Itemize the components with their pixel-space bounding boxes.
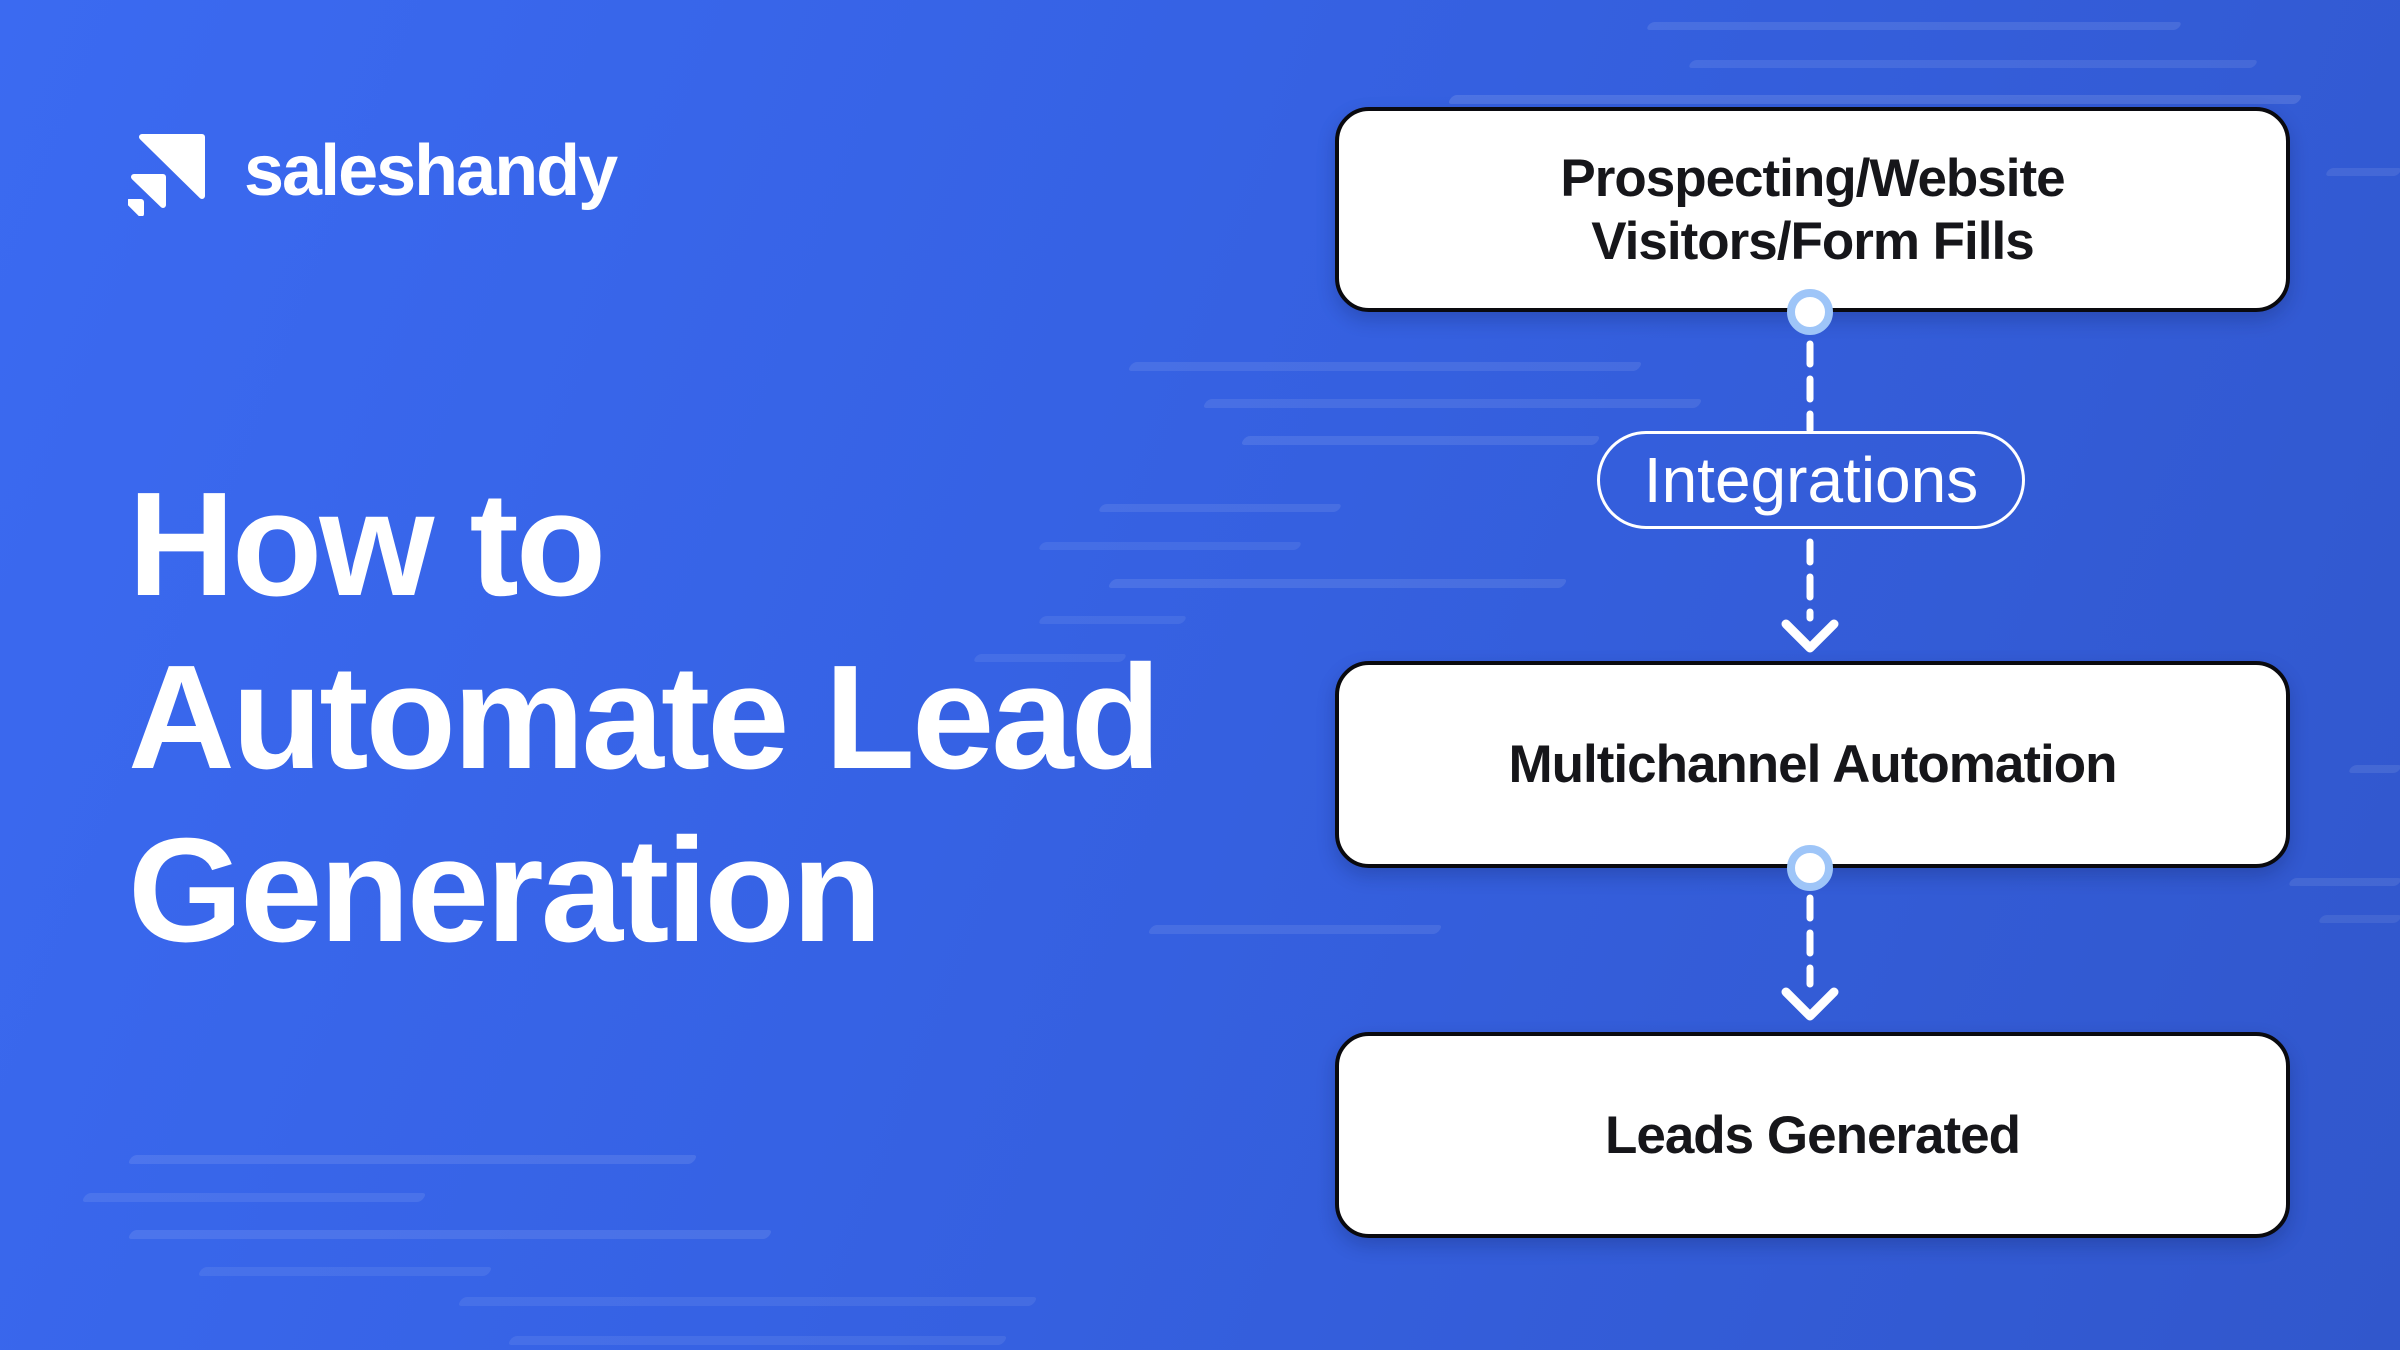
integrations-badge-label: Integrations <box>1643 444 1979 516</box>
bg-stripe <box>1127 362 1643 371</box>
bg-stripe <box>2317 915 2400 923</box>
title-line-3: Generation <box>128 808 882 973</box>
page-title: How to Automate Lead Generation <box>128 458 1308 977</box>
bg-stripe <box>2287 878 2400 886</box>
flow-node-prospecting: Prospecting/Website Visitors/Form Fills <box>1335 107 2290 312</box>
bg-stripe <box>1447 95 2303 104</box>
connector-dot-2 <box>1787 845 1833 891</box>
bg-stripe <box>1645 22 2183 30</box>
bg-stripe <box>197 1267 493 1276</box>
flow-node-automation: Multichannel Automation <box>1335 661 2290 868</box>
bg-stripe <box>127 1230 773 1239</box>
arrow-down-icon <box>1781 987 1839 1021</box>
bg-stripe <box>1240 436 1601 445</box>
bg-stripe <box>81 1193 427 1202</box>
bg-stripe <box>1202 399 1703 408</box>
connector-dot-1 <box>1787 289 1833 335</box>
bg-stripe <box>457 1297 1038 1306</box>
bg-stripe <box>2324 168 2400 176</box>
brand-logo: saleshandy <box>128 126 618 216</box>
dashed-arrow-connector-2 <box>1781 538 1839 653</box>
integrations-badge: Integrations <box>1597 431 2025 529</box>
flow-node-leads: Leads Generated <box>1335 1032 2290 1238</box>
bg-stripe <box>2347 765 2400 773</box>
title-line-2: Automate Lead <box>128 635 1161 800</box>
title-line-1: How to <box>128 462 606 627</box>
dashed-arrow-connector-3 <box>1781 894 1839 1021</box>
flow-node-automation-label: Multichannel Automation <box>1508 735 2117 794</box>
bg-stripe <box>1687 60 2259 68</box>
flow-node-prospecting-line-1: Prospecting/Website <box>1560 148 2065 208</box>
bg-stripe <box>127 1155 698 1164</box>
dashed-connector-1 <box>1806 340 1814 434</box>
arrow-down-icon <box>1781 619 1839 653</box>
bg-stripe <box>507 1336 1008 1345</box>
flow-node-prospecting-line-2: Visitors/Form Fills <box>1591 211 2034 271</box>
brand-name: saleshandy <box>244 131 618 211</box>
saleshandy-arrow-icon <box>128 134 205 216</box>
flow-node-leads-label: Leads Generated <box>1604 1105 2021 1165</box>
